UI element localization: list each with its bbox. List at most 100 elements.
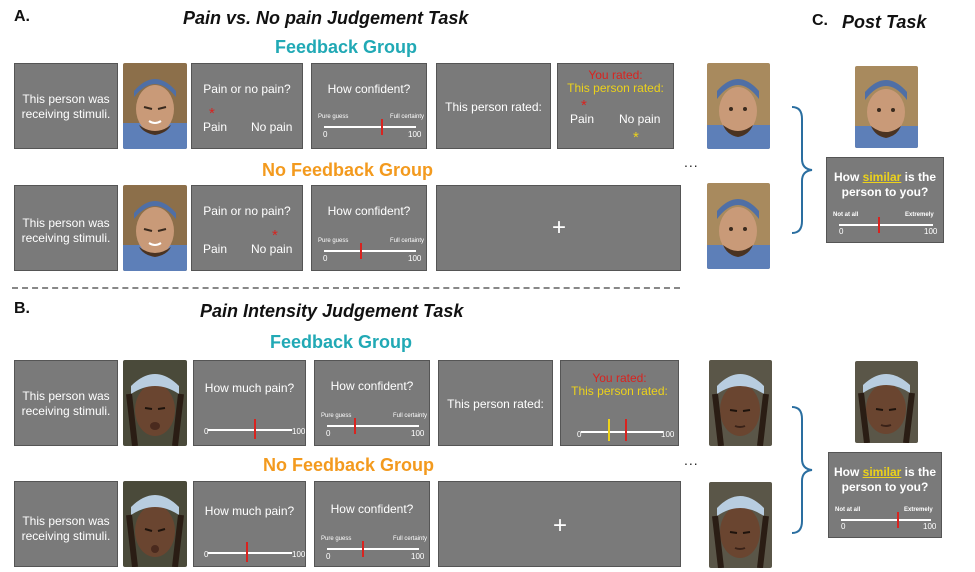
similarity-marker <box>897 512 899 528</box>
similar-post: is the <box>901 465 937 479</box>
section-c-letter: C. <box>812 12 828 29</box>
scale-min: 0 <box>841 522 846 531</box>
confidence-marker <box>362 541 364 557</box>
person-rated-feedback: This person rated: <box>571 384 668 398</box>
pain-option: Pain <box>203 120 228 134</box>
face-male-image <box>123 185 187 271</box>
fixation-cross: + <box>552 214 567 241</box>
confidence-marker <box>381 119 383 135</box>
not-at-all-label: Not at all <box>833 212 859 218</box>
face-photo-female <box>709 482 772 568</box>
confidence-question: How confident? <box>330 502 414 516</box>
confidence-question: How confident? <box>327 204 411 218</box>
person-rating-marker <box>608 419 610 441</box>
confidence-marker <box>354 418 356 434</box>
you-rated-text: You rated: <box>592 371 647 385</box>
face-photo-female <box>123 481 187 567</box>
not-at-all-label: Not at all <box>835 507 861 513</box>
fixation-panel: + <box>436 185 681 271</box>
pain-question: Pain or no pain? <box>203 82 291 96</box>
scale-max: 100 <box>292 427 306 436</box>
similarity-question: How similar is the <box>827 170 943 185</box>
how-much-pain-question: How much pain? <box>204 381 295 395</box>
scale-min: 0 <box>839 227 844 236</box>
confidence-panel: How confident? Pure guess Full certainty… <box>314 360 430 446</box>
feedback-panel: You rated: This person rated: * Pain No … <box>557 63 674 149</box>
person-rated-panel: This person rated: <box>436 63 551 149</box>
scale-max: 100 <box>408 130 422 139</box>
scale-min: 0 <box>204 427 209 436</box>
confidence-panel: How confident? Pure guess Full certainty… <box>314 481 430 567</box>
similar-word: similar <box>862 170 902 184</box>
scale-max: 100 <box>411 552 425 561</box>
fixation-cross: + <box>553 512 568 539</box>
scale-max: 100 <box>923 522 937 531</box>
pain-option: Pain <box>203 242 228 256</box>
pain-option: Pain <box>570 112 595 126</box>
pain-scale <box>208 552 292 554</box>
face-male-image <box>855 66 918 148</box>
face-photo-male <box>123 63 187 149</box>
scale-min: 0 <box>326 552 331 561</box>
full-certainty-label: Full certainty <box>390 238 425 244</box>
face-female-image <box>123 481 187 567</box>
pain-question: Pain or no pain? <box>203 204 291 218</box>
fixation-panel: + <box>438 481 681 567</box>
scale-max: 100 <box>924 227 938 236</box>
similarity-question: How similar is the <box>829 465 941 480</box>
confidence-scale <box>324 126 416 128</box>
face-male-image <box>707 63 770 149</box>
full-certainty-label: Full certainty <box>393 536 428 542</box>
selection-star-icon: * <box>209 105 215 122</box>
section-a-title: Pain vs. No pain Judgement Task <box>183 8 469 28</box>
bracket-a-icon <box>791 106 813 234</box>
face-female-image <box>123 360 187 446</box>
your-choice-star-icon: * <box>581 97 587 114</box>
stimulus-text: This person was receiving stimuli. <box>21 514 111 543</box>
you-rated-text: You rated: <box>588 68 643 82</box>
confidence-scale <box>327 548 419 550</box>
extremely-label: Extremely <box>904 507 933 513</box>
scale-min: 0 <box>326 429 331 438</box>
pain-intensity-panel: How much pain? 0 100 <box>193 360 306 446</box>
face-female-image <box>709 360 772 446</box>
scale-min: 0 <box>204 550 209 559</box>
group-b-nofeedback: No Feedback Group <box>263 455 435 475</box>
section-a-letter: A. <box>14 8 30 25</box>
feedback-panel: You rated: This person rated: 0 100 <box>560 360 679 446</box>
similar-pre: How <box>833 170 863 184</box>
similarity-panel: How similar is the person to you? Not at… <box>828 452 942 538</box>
similarity-line2: person to you? <box>841 480 929 494</box>
confidence-scale <box>324 250 416 252</box>
similarity-line2: person to you? <box>841 185 929 199</box>
full-certainty-label: Full certainty <box>393 413 428 419</box>
ellipsis: ... <box>684 452 699 468</box>
scale-max: 100 <box>411 429 425 438</box>
stimulus-text: This person was receiving stimuli. <box>21 216 111 245</box>
face-male-image <box>123 63 187 149</box>
selection-star-icon: * <box>272 227 278 244</box>
pain-question-panel: Pain or no pain? * Pain No pain <box>191 63 303 149</box>
similar-pre: How <box>833 465 863 479</box>
similar-post: is the <box>901 170 937 184</box>
similarity-scale <box>839 224 933 226</box>
pure-guess-label: Pure guess <box>318 238 349 244</box>
stimulus-panel: This person was receiving stimuli. <box>14 481 118 567</box>
ellipsis: ... <box>684 154 699 170</box>
face-photo-female <box>709 360 772 446</box>
your-rating-marker <box>625 419 627 441</box>
confidence-question: How confident? <box>327 82 411 96</box>
stimulus-panel: This person was receiving stimuli. <box>14 185 118 271</box>
face-photo-male <box>707 63 770 149</box>
confidence-scale <box>327 425 419 427</box>
section-divider <box>12 287 680 289</box>
scale-min: 0 <box>577 430 582 439</box>
stimulus-text: This person was receiving stimuli. <box>21 92 111 121</box>
scale-min: 0 <box>323 130 328 139</box>
similar-word: similar <box>862 465 902 479</box>
pain-question-panel: Pain or no pain? * Pain No pain <box>191 185 303 271</box>
nopain-option: No pain <box>251 120 293 134</box>
similarity-panel: How similar is the person to you? Not at… <box>826 157 944 243</box>
face-photo-male <box>123 185 187 271</box>
section-b-title: Pain Intensity Judgement Task <box>200 301 464 321</box>
